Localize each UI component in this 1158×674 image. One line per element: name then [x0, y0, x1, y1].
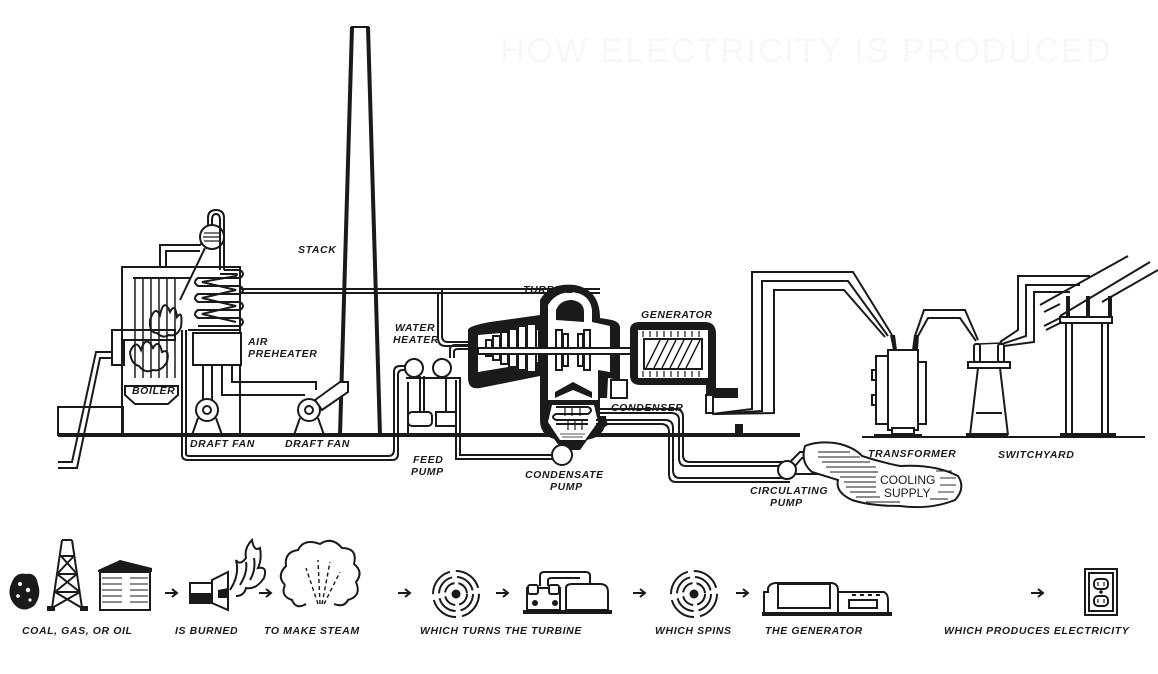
label-condensate-pump-2: PUMP	[550, 481, 583, 493]
condenser: CONDENSER	[540, 398, 790, 483]
step-caption-3: TO MAKE STEAM	[264, 625, 360, 637]
label-transformer: TRANSFORMER	[868, 448, 956, 460]
label-feed-pump-2: PUMP	[411, 466, 444, 478]
process-strip: COAL, GAS, OR OIL IS BURNED TO MAKE STEA…	[9, 537, 1130, 637]
label-boiler: BOILER	[132, 385, 175, 397]
label-water-heater-2: HEATER	[393, 334, 439, 346]
steam-cloud-icon	[279, 539, 361, 608]
label-circulating-pump-1: CIRCULATING	[750, 485, 828, 497]
draft-fan-1	[191, 398, 223, 436]
label-circulating-pump-2: PUMP	[770, 497, 803, 509]
arrow-icon	[633, 588, 647, 598]
spin-rings-icon	[432, 570, 480, 618]
arrow-icon	[398, 588, 412, 598]
arrow-icon	[736, 588, 750, 598]
fuel-sources-icon	[9, 539, 152, 611]
turbine-unit-icon	[523, 571, 612, 614]
step-caption-1: COAL, GAS, OR OIL	[22, 625, 133, 637]
step-caption-5: WHICH SPINS	[655, 625, 732, 637]
arrow-icon	[165, 588, 179, 598]
label-feed-pump-1: FEED	[413, 454, 443, 466]
arrow-icon	[496, 588, 510, 598]
draft-fan-2	[293, 381, 349, 436]
step-caption-6: THE GENERATOR	[765, 625, 863, 637]
burner-flame-icon	[189, 537, 267, 612]
step-caption-2: IS BURNED	[175, 625, 238, 637]
label-cooling-supply-1: COOLING	[880, 473, 935, 487]
cooling-supply	[802, 441, 963, 509]
superheater-coils	[194, 269, 244, 327]
transformer	[871, 335, 927, 438]
label-cooling-supply-2: SUPPLY	[884, 486, 930, 500]
label-condensate-pump-1: CONDENSATE	[525, 469, 604, 481]
step-caption-4: WHICH TURNS THE TURBINE	[420, 625, 582, 637]
label-stack: STACK	[298, 244, 337, 256]
spin-rings-icon	[670, 570, 718, 618]
label-generator: GENERATOR	[641, 309, 713, 321]
label-air-preheater-1: AIR	[247, 336, 268, 348]
arrow-icon	[259, 588, 273, 598]
air-preheater: AIR PREHEATER	[188, 329, 317, 400]
label-air-preheater-2: PREHEATER	[248, 348, 317, 360]
label-turbines: TURBINES	[523, 284, 581, 296]
stack	[338, 26, 382, 436]
label-switchyard: SWITCHYARD	[998, 449, 1074, 461]
water-heater	[404, 344, 490, 435]
generator-unit-icon	[762, 582, 892, 616]
generator-leads	[711, 271, 1090, 415]
power-outlet-icon	[1084, 568, 1118, 616]
arrow-icon	[1031, 588, 1045, 598]
step-caption-7: WHICH PRODUCES ELECTRICITY	[944, 625, 1130, 637]
generator	[610, 322, 743, 434]
steam-drum	[159, 208, 225, 301]
label-draft-fan-1: DRAFT FAN	[190, 438, 255, 450]
diagram-title: HOW ELECTRICITY IS PRODUCED	[500, 32, 1113, 70]
label-water-heater-1: WATER	[395, 322, 435, 334]
label-draft-fan-2: DRAFT FAN	[285, 438, 350, 450]
condensate-pump	[455, 380, 573, 466]
switchyard	[966, 255, 1158, 437]
